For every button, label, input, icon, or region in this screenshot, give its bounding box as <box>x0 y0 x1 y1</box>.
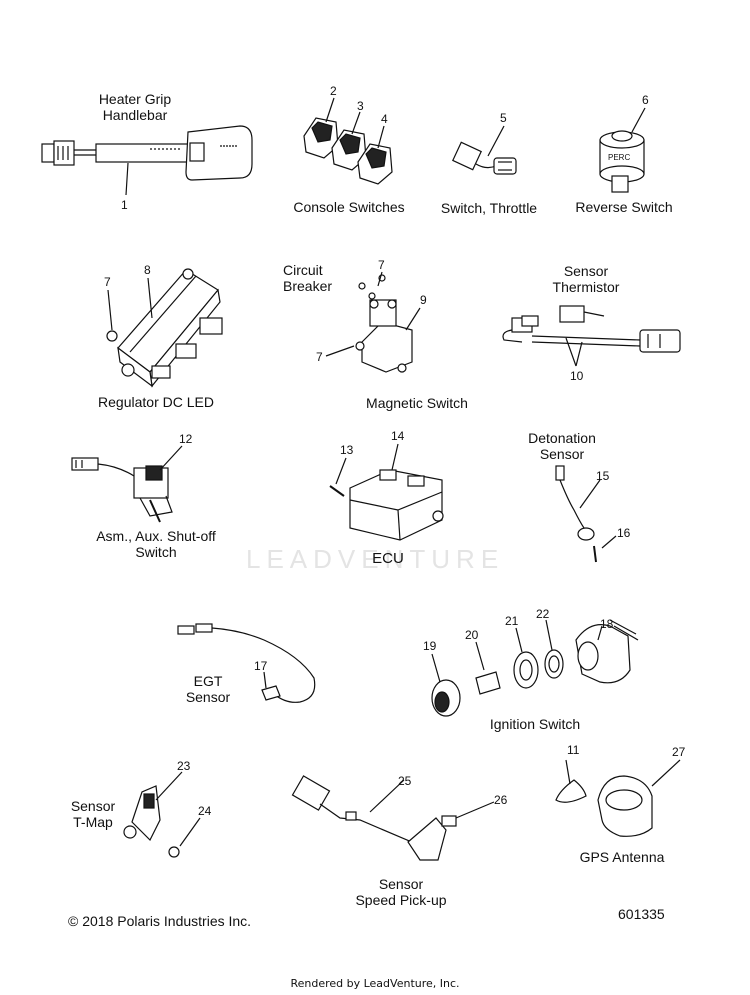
watermark: LEADVENTURE <box>246 544 505 574</box>
gps-antenna-part <box>555 759 681 837</box>
callout-13: 13 <box>340 443 354 457</box>
callout-6: 6 <box>642 93 649 107</box>
callout-7-regulator: 7 <box>104 275 111 289</box>
callout-3: 3 <box>357 99 364 113</box>
label-console-switches: Console Switches <box>293 199 405 215</box>
callout-18: 18 <box>600 617 614 631</box>
magnetic-switch-part <box>325 271 421 373</box>
speed-pickup-part <box>291 775 495 861</box>
label-aux-shutoff-switch: Asm., Aux. Shut-off Switch <box>96 528 216 560</box>
rendered-by-credit: Rendered by LeadVenture, Inc. <box>290 977 460 990</box>
callout-25: 25 <box>398 774 412 788</box>
tmap-sensor-part <box>123 771 201 858</box>
callout-27: 27 <box>672 745 686 759</box>
heater-grip-part <box>41 125 253 196</box>
regulator-part <box>106 268 223 388</box>
label-magnetic-switch: Magnetic Switch <box>366 395 468 411</box>
label-switch-throttle: Switch, Throttle <box>440 200 538 216</box>
label-regulator: Regulator DC LED <box>98 394 214 410</box>
callout-24: 24 <box>198 804 212 818</box>
callout-15: 15 <box>596 469 610 483</box>
throttle-switch-part <box>452 125 517 175</box>
callout-16: 16 <box>617 526 631 540</box>
egt-sensor-part <box>177 623 316 703</box>
label-sensor-thermistor: Sensor Thermistor <box>552 263 620 295</box>
copyright-notice: © 2018 Polaris Industries Inc. <box>68 913 252 929</box>
callout-9: 9 <box>420 293 427 307</box>
callout-2: 2 <box>330 84 337 98</box>
callout-7-magnetic: 7 <box>316 350 323 364</box>
label-egt-sensor: EGT Sensor <box>185 673 231 705</box>
ecu-part <box>329 443 444 541</box>
shutoff-switch-part <box>71 445 183 523</box>
label-reverse-switch: Reverse Switch <box>575 199 673 215</box>
label-speed-pickup: Sensor Speed Pick-up <box>355 876 447 908</box>
ignition-switch-part <box>431 619 639 717</box>
label-ecu: ECU <box>372 550 404 567</box>
label-detonation-sensor: Detonation Sensor <box>528 430 596 462</box>
document-number: 601335 <box>618 906 665 922</box>
perc-marking: PERC <box>608 153 630 162</box>
callout-20: 20 <box>465 628 479 642</box>
callout-26: 26 <box>494 793 508 807</box>
callout-17: 17 <box>254 659 268 673</box>
label-gps-antenna: GPS Antenna <box>579 849 665 865</box>
callout-4: 4 <box>381 112 388 126</box>
callout-19: 19 <box>423 639 437 653</box>
label-ignition-switch: Ignition Switch <box>489 716 581 732</box>
callout-7-breaker: 7 <box>378 258 385 272</box>
callout-11: 11 <box>567 743 580 757</box>
callout-5: 5 <box>500 111 507 125</box>
callout-10: 10 <box>570 369 584 383</box>
callout-22: 22 <box>536 607 550 621</box>
callout-14: 14 <box>391 429 405 443</box>
label-heater-grip: Heater Grip Handlebar <box>98 91 172 123</box>
detonation-sensor-part <box>555 465 617 563</box>
callout-1: 1 <box>121 198 128 212</box>
callout-23: 23 <box>177 759 191 773</box>
label-sensor-tmap: Sensor T-Map <box>70 798 116 830</box>
thermistor-harness-part <box>502 305 681 367</box>
label-circuit-breaker: Circuit Breaker <box>283 262 333 294</box>
callout-21: 21 <box>505 614 519 628</box>
callout-12: 12 <box>179 432 193 446</box>
callout-8: 8 <box>144 263 151 277</box>
reverse-switch-part: PERC <box>599 107 646 193</box>
console-switches-part <box>303 97 393 185</box>
